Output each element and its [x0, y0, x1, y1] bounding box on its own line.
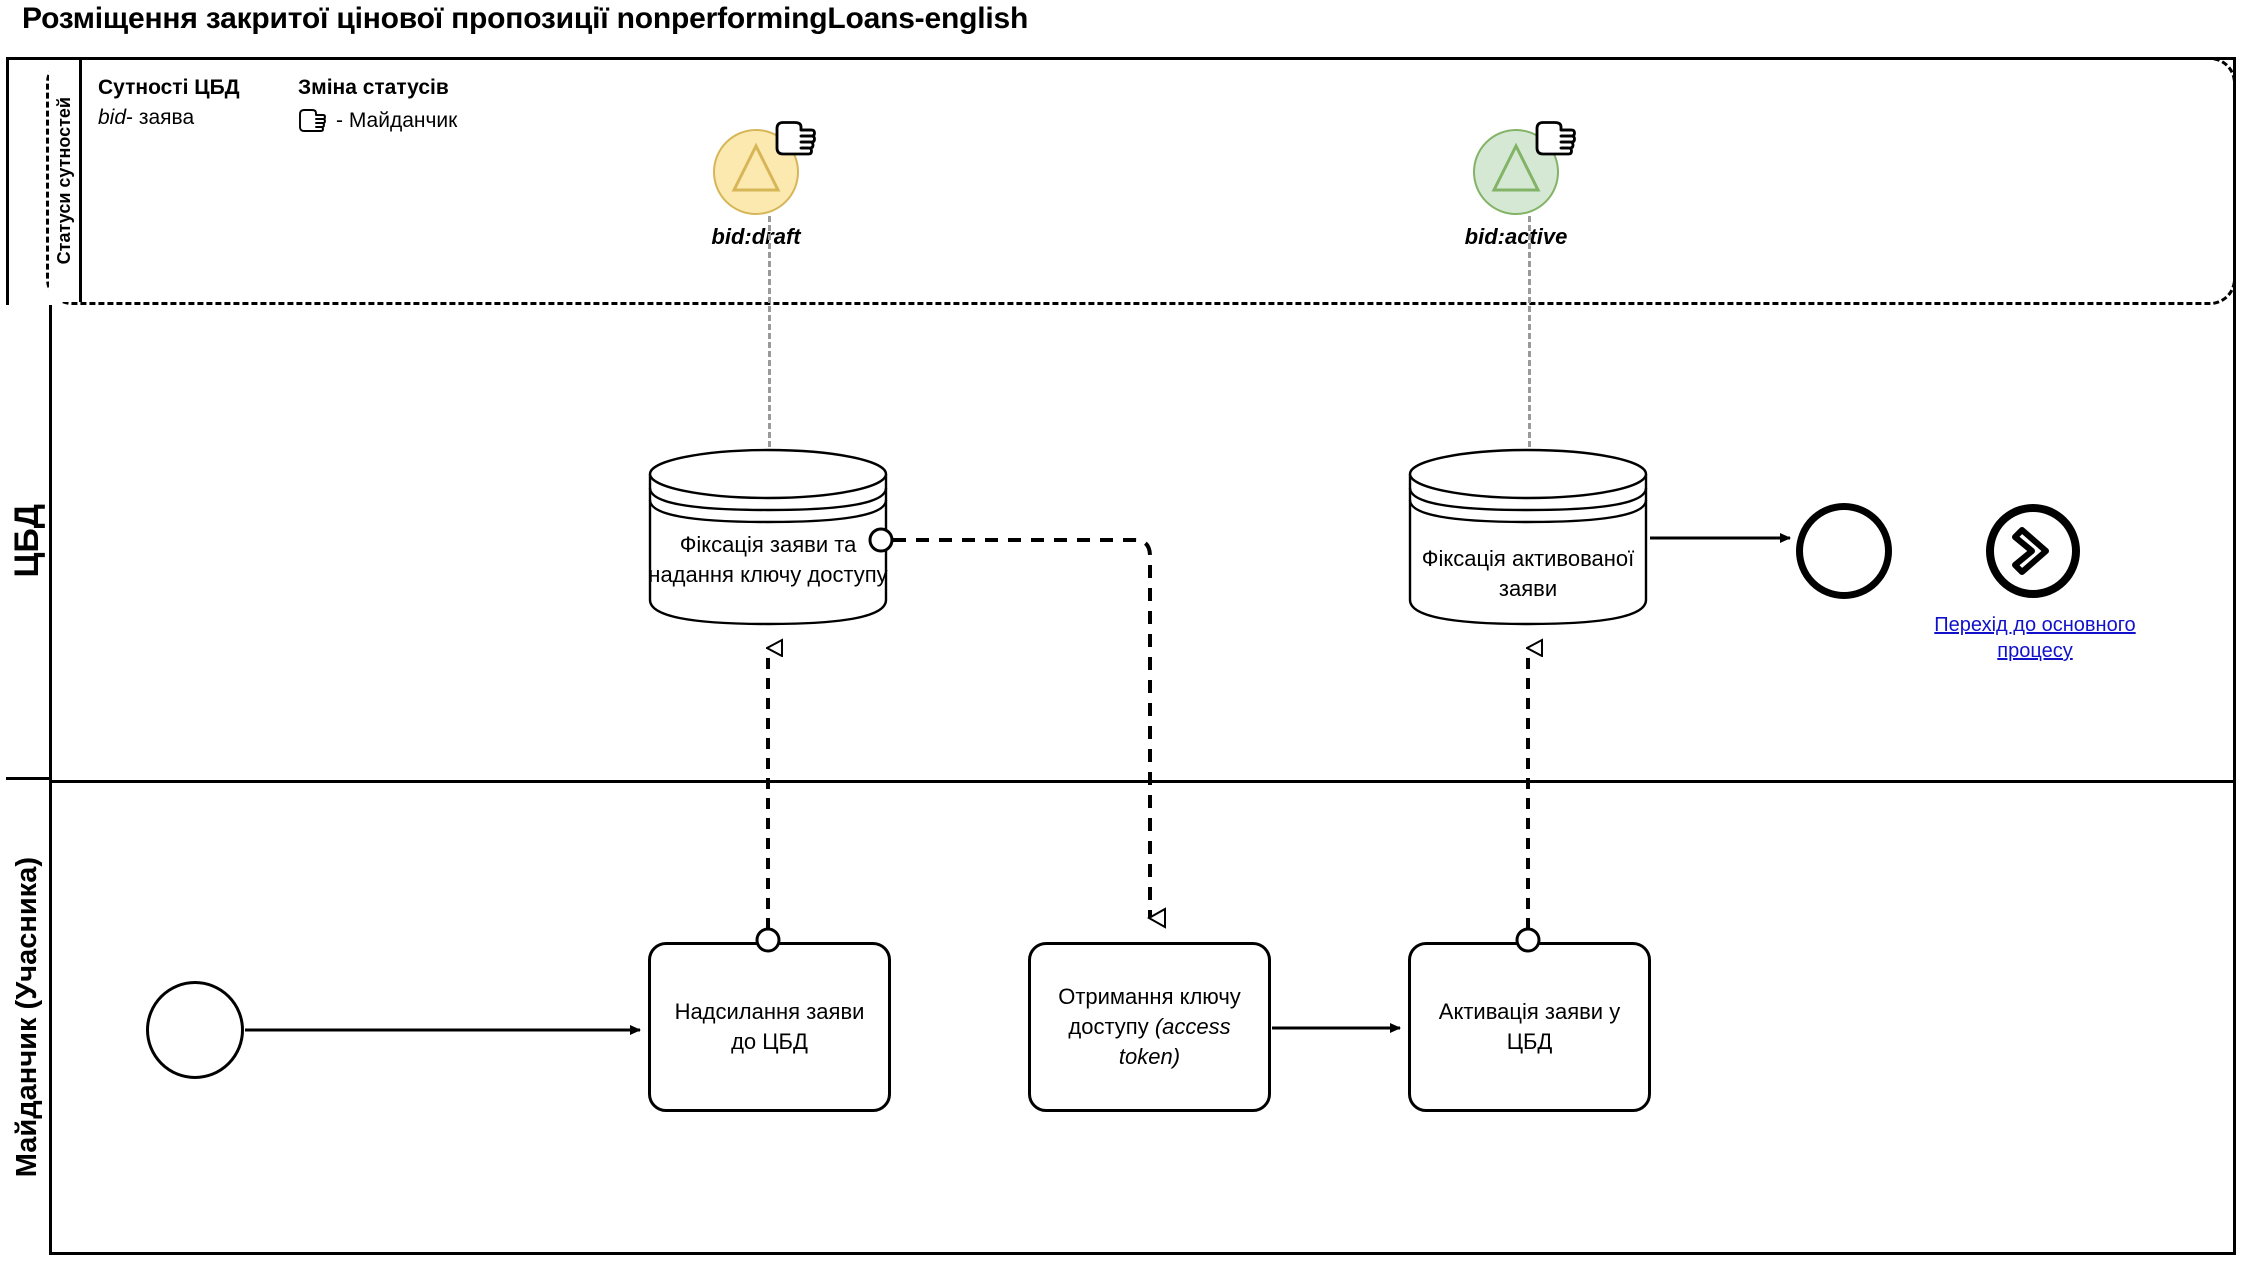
lane-header-cbd: ЦБД: [6, 305, 52, 780]
datastore-fix-bid[interactable]: Фіксація заяви та надання ключу доступу: [648, 448, 888, 626]
legend-status-change-label: - Майданчик: [336, 109, 458, 132]
statuses-group-box: [46, 57, 2236, 305]
page-title: Розміщення закритої цінової пропозиції n…: [22, 2, 1029, 35]
task-get-token-line1: Отримання ключу: [1058, 984, 1241, 1009]
legend-status-change: Зміна статусів - Майданчик: [298, 76, 457, 136]
task-activate-bid[interactable]: Активація заяви у ЦБД: [1408, 942, 1651, 1112]
status-connector-draft: [768, 216, 771, 456]
legend-entities-row: bid - заява: [98, 106, 240, 130]
task-activate-bid-line1: Активація заяви у: [1438, 999, 1621, 1024]
legend-status-change-title: Зміна статусів: [298, 76, 449, 99]
status-connector-active: [1528, 216, 1531, 456]
datastore-label-fix-bid: Фіксація заяви та надання ключу доступу: [648, 532, 888, 587]
status-label-bid-draft: bid:draft: [711, 224, 801, 249]
legend-entity-desc: - заява: [126, 106, 195, 129]
lane-header-statuses: Статуси сутностей: [49, 60, 82, 302]
task-send-bid-line1: Надсилання заяви: [674, 999, 865, 1024]
datastore-label-fix-active: Фіксація активованої заяви: [1421, 546, 1635, 601]
link-event-label[interactable]: Перехід до основного процесу: [1934, 614, 2136, 662]
status-marker-bid-draft[interactable]: bid:draft: [711, 121, 824, 268]
start-event[interactable]: [146, 981, 244, 1079]
lane-label-statuses: Статуси сутностей: [53, 97, 74, 265]
legend-entities: Сутності ЦБД bid - заява: [98, 76, 240, 130]
link-event-icon[interactable]: [1984, 502, 2082, 600]
task-send-bid-line2: до ЦБД: [731, 1029, 808, 1054]
hand-icon: [1534, 116, 1576, 162]
lane-divider: [52, 780, 2236, 783]
task-get-token[interactable]: Отримання ключу доступу (access token): [1028, 942, 1271, 1112]
hand-icon: [298, 106, 326, 136]
task-get-token-italic: (access token): [1118, 1014, 1231, 1069]
task-send-bid[interactable]: Надсилання заяви до ЦБД: [648, 942, 891, 1112]
datastore-fix-active[interactable]: Фіксація активованої заяви: [1408, 448, 1648, 626]
legend-entities-title: Сутності ЦБД: [98, 76, 240, 99]
legend-status-change-row: - Майданчик: [298, 106, 457, 136]
end-event[interactable]: [1796, 503, 1892, 599]
task-get-token-line2: доступу: [1068, 1014, 1155, 1039]
status-marker-bid-active[interactable]: bid:active: [1465, 121, 1584, 268]
lane-header-maidanchyk: Майданчик (Учасника): [6, 780, 52, 1255]
legend-entity-term: bid: [98, 106, 127, 129]
status-label-bid-active: bid:active: [1464, 224, 1568, 249]
hand-icon: [774, 116, 816, 162]
task-activate-bid-line2: ЦБД: [1506, 1029, 1553, 1054]
lane-label-maidanchyk: Майданчик (Учасника): [11, 857, 43, 1178]
lane-label-cbd: ЦБД: [8, 504, 46, 578]
